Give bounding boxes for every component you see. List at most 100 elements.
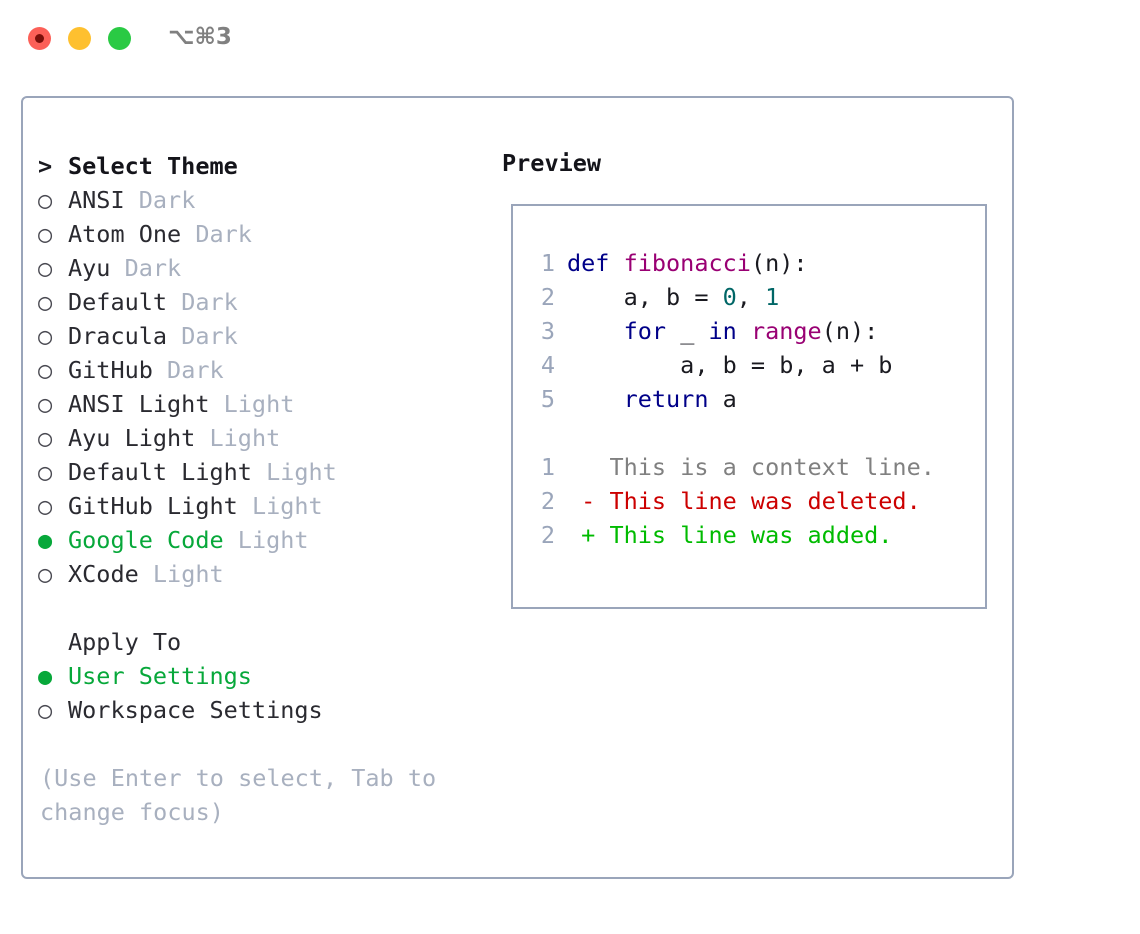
theme-option-name: XCode bbox=[68, 560, 139, 588]
diff-line-add: 2 + This line was added. bbox=[527, 518, 935, 552]
preview-title: Preview bbox=[502, 149, 602, 177]
theme-variant-tag: Light bbox=[209, 424, 281, 452]
code-token-id: a, b = b, a + b bbox=[567, 351, 893, 379]
keyboard-hint-text: (Use Enter to select, Tab to change focu… bbox=[40, 764, 437, 826]
minimize-button[interactable] bbox=[68, 27, 91, 50]
theme-option-name: Dracula bbox=[68, 322, 168, 350]
radio-selected-icon: ● bbox=[38, 662, 53, 690]
code-line: 5 return a bbox=[527, 382, 935, 416]
theme-variant-tag: Light bbox=[223, 390, 295, 418]
line-number: 1 bbox=[540, 453, 555, 481]
maximize-button[interactable] bbox=[108, 27, 131, 50]
line-number: 2 bbox=[540, 283, 555, 311]
theme-variant-tag: Dark bbox=[181, 288, 238, 316]
list-spacer bbox=[38, 591, 488, 625]
theme-option-name: Google Code bbox=[68, 526, 224, 554]
apply-to-option-workspace-settings[interactable]: ○Workspace Settings bbox=[38, 693, 488, 727]
theme-option-default-light[interactable]: ○ Default Light Light bbox=[38, 455, 488, 489]
theme-variant-tag: Light bbox=[237, 526, 309, 554]
apply-to-option-label: User Settings bbox=[68, 662, 252, 690]
code-token-num: 1 bbox=[765, 283, 780, 311]
radio-unselected-icon: ○ bbox=[38, 220, 53, 248]
theme-variant-tag: Light bbox=[251, 492, 323, 520]
code-token-id: _ bbox=[666, 317, 709, 345]
apply-to-option-user-settings[interactable]: ● User Settings bbox=[38, 659, 488, 693]
code-token-kw: def bbox=[567, 249, 624, 277]
line-number: 5 bbox=[540, 385, 555, 413]
radio-unselected-icon: ○ bbox=[38, 560, 53, 588]
theme-option-github-light[interactable]: ○GitHub Light Light bbox=[38, 489, 488, 523]
theme-option-xcode[interactable]: ○ XCode Light bbox=[38, 557, 488, 591]
theme-option-name: ANSI Light bbox=[68, 390, 210, 418]
theme-option-ansi-light[interactable]: ○ ANSI Light Light bbox=[38, 387, 488, 421]
theme-variant-tag: Light bbox=[152, 560, 224, 588]
code-token-id bbox=[737, 317, 751, 345]
theme-selector-panel: >Select Theme ○ANSI Dark○Atom One Dark○A… bbox=[21, 96, 1014, 879]
apply-to-header: ○Apply To bbox=[38, 625, 488, 659]
theme-option-dracula[interactable]: ○Dracula Dark bbox=[38, 319, 488, 353]
code-token-punc: , bbox=[736, 283, 766, 311]
code-token-fn: range bbox=[750, 317, 822, 345]
radio-unselected-icon: ○ bbox=[38, 424, 53, 452]
code-token-fn: fibonacci bbox=[623, 249, 751, 277]
code-line: 2 a, b = 0, 1 bbox=[527, 280, 935, 314]
theme-variant-tag: Dark bbox=[124, 254, 182, 282]
code-token-num: 0 bbox=[722, 283, 737, 311]
theme-option-github[interactable]: ○GitHub Dark bbox=[38, 353, 488, 387]
code-token-punc: (n): bbox=[750, 249, 808, 277]
theme-option-name: ANSI bbox=[68, 186, 125, 214]
code-line: 4 a, b = b, a + b bbox=[527, 348, 935, 382]
apply-to-header-label: Apply To bbox=[68, 628, 182, 656]
radio-unselected-icon: ○ bbox=[38, 254, 53, 282]
diff-line-ctx: 1 This is a context line. bbox=[527, 450, 935, 484]
apply-to-header-marker: ○ bbox=[38, 625, 68, 659]
code-token-kw: for bbox=[623, 317, 667, 345]
diff-text: This line was deleted. bbox=[609, 487, 921, 515]
line-number: 3 bbox=[540, 317, 555, 345]
theme-variant-tag: Dark bbox=[181, 322, 238, 350]
select-theme-header-label: Select Theme bbox=[68, 152, 238, 180]
theme-option-name: GitHub bbox=[68, 356, 153, 384]
theme-option-name: GitHub Light bbox=[68, 492, 238, 520]
theme-option-ayu-light[interactable]: ○ Ayu Light Light bbox=[38, 421, 488, 455]
theme-option-name: Atom One bbox=[68, 220, 182, 248]
radio-unselected-icon: ○ bbox=[38, 458, 53, 486]
keyboard-shortcut-label: ⌥⌘3 bbox=[168, 24, 232, 50]
code-line: 3 for _ in range(n): bbox=[527, 314, 935, 348]
apply-to-option-list: ● User Settings ○Workspace Settings bbox=[38, 659, 488, 727]
theme-option-google-code[interactable]: ● Google Code Light bbox=[38, 523, 488, 557]
theme-option-name: Default Light bbox=[68, 458, 252, 486]
theme-option-atom-one[interactable]: ○ Atom One Dark bbox=[38, 217, 488, 251]
select-theme-header: > Select Theme bbox=[38, 149, 488, 183]
line-number: 2 bbox=[540, 487, 555, 515]
line-number: 2 bbox=[540, 521, 555, 549]
code-token-id: a bbox=[708, 385, 737, 413]
radio-unselected-icon: ○ bbox=[38, 186, 53, 214]
theme-option-name: Ayu bbox=[68, 254, 111, 282]
radio-selected-icon: ● bbox=[38, 526, 53, 554]
theme-option-name: Ayu Light bbox=[68, 424, 196, 452]
radio-unselected-icon: ○ bbox=[38, 390, 53, 418]
code-line: 1 def fibonacci(n): bbox=[527, 246, 935, 280]
theme-variant-tag: Dark bbox=[195, 220, 252, 248]
theme-option-ansi[interactable]: ○ ANSI Dark bbox=[38, 183, 488, 217]
diff-line-del: 2 - This line was deleted. bbox=[527, 484, 935, 518]
title-bar: ⌥⌘3 bbox=[0, 0, 1140, 78]
code-token-id bbox=[567, 317, 624, 345]
code-token-kw: return bbox=[623, 385, 709, 413]
theme-option-default[interactable]: ○Default Dark bbox=[38, 285, 488, 319]
diff-marker: + bbox=[567, 521, 610, 549]
code-diff-separator bbox=[527, 416, 935, 450]
theme-variant-tag: Dark bbox=[138, 186, 196, 214]
line-number: 1 bbox=[540, 249, 555, 277]
close-button[interactable] bbox=[28, 27, 51, 50]
theme-variant-tag: Light bbox=[266, 458, 337, 486]
line-number: 4 bbox=[540, 351, 555, 379]
theme-option-ayu[interactable]: ○ Ayu Dark bbox=[38, 251, 488, 285]
code-token-id bbox=[567, 385, 624, 413]
diff-marker bbox=[567, 453, 609, 481]
code-token-punc: (n): bbox=[821, 317, 879, 345]
diff-marker: - bbox=[567, 487, 610, 515]
caret-icon: > bbox=[38, 152, 53, 180]
